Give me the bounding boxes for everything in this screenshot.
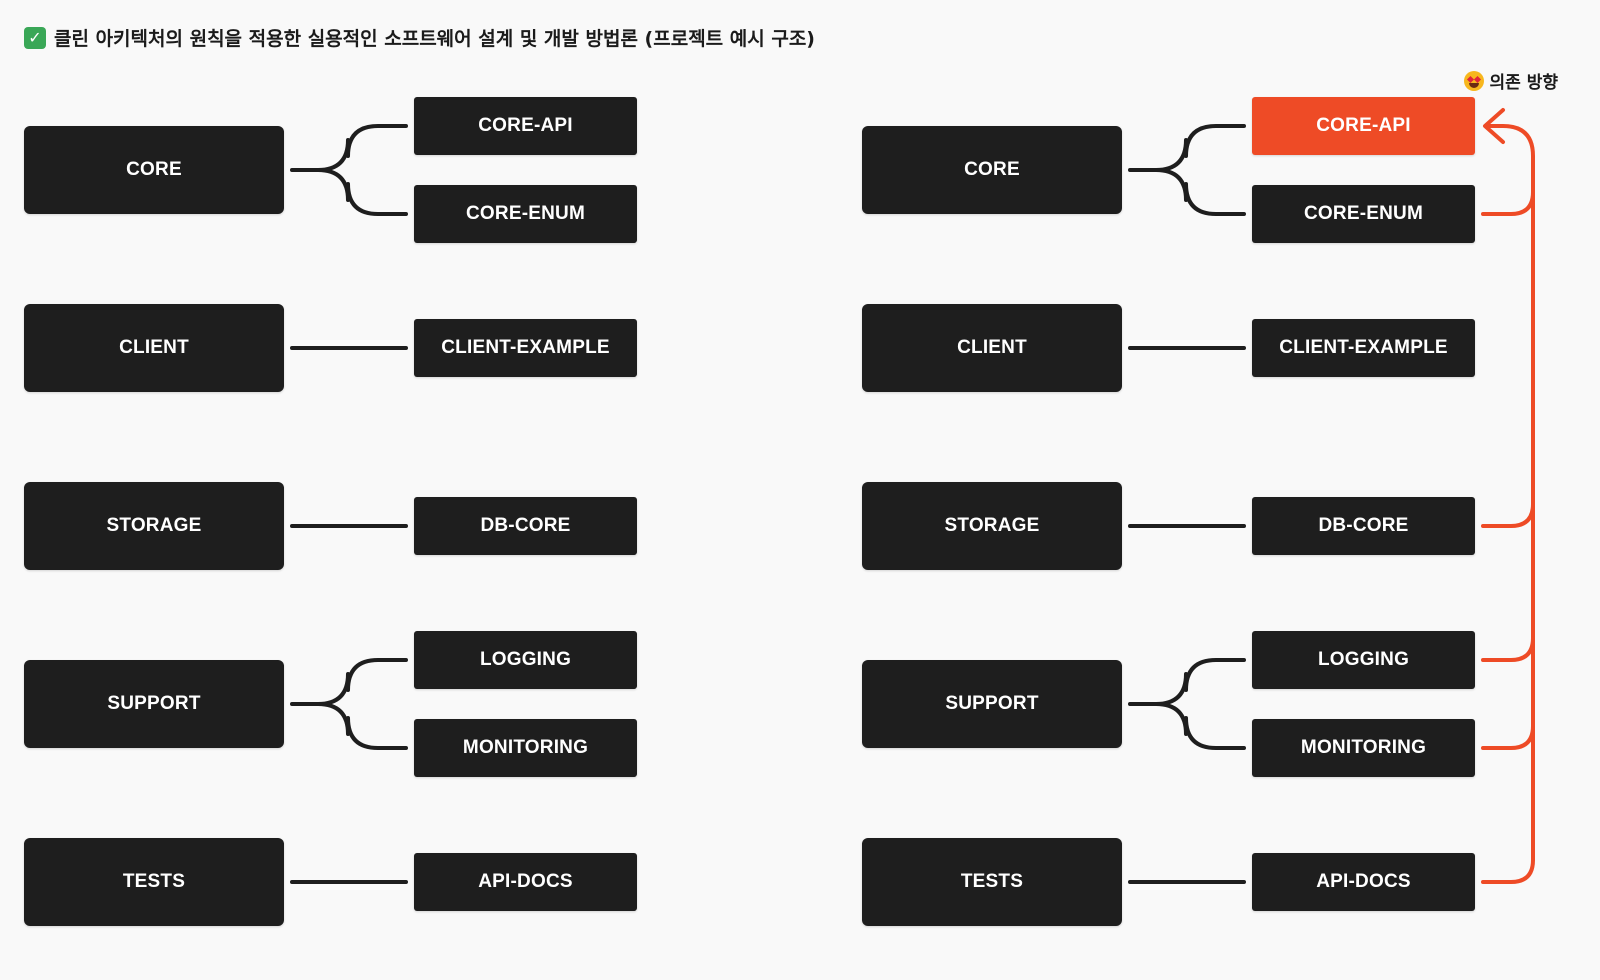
- right-module-support: SUPPORT: [862, 660, 1122, 748]
- checkmark-icon: ✓: [24, 26, 46, 49]
- left-module-logging: LOGGING: [414, 631, 637, 689]
- left-module-tests: TESTS: [24, 838, 284, 926]
- right-module-client-example: CLIENT-EXAMPLE: [1252, 319, 1475, 377]
- right-module-tests: TESTS: [862, 838, 1122, 926]
- right-module-core-enum: CORE-ENUM: [1252, 185, 1475, 243]
- left-module-api-docs: API-DOCS: [414, 853, 637, 911]
- right-connector-core-top: [1128, 124, 1246, 172]
- left-module-core-api: CORE-API: [414, 97, 637, 155]
- dependency-arrow-head: [1483, 108, 1505, 144]
- right-module-logging: LOGGING: [1252, 631, 1475, 689]
- dependency-arrow-backbone: [1485, 124, 1535, 862]
- right-module-monitoring: MONITORING: [1252, 719, 1475, 777]
- left-module-client-example: CLIENT-EXAMPLE: [414, 319, 637, 377]
- left-connector-support-bottom: [316, 702, 408, 750]
- left-connector-core-top: [290, 124, 408, 172]
- left-connector-core-bottom: [316, 168, 408, 216]
- right-module-client: CLIENT: [862, 304, 1122, 392]
- dependency-line-api-docs: [1481, 858, 1535, 884]
- left-connector-support-top: [290, 658, 408, 706]
- left-module-db-core: DB-CORE: [414, 497, 637, 555]
- right-module-db-core: DB-CORE: [1252, 497, 1475, 555]
- star-struck-emoji-icon: [1463, 70, 1484, 91]
- dependency-line-monitoring: [1481, 724, 1535, 750]
- left-module-monitoring: MONITORING: [414, 719, 637, 777]
- right-module-api-docs: API-DOCS: [1252, 853, 1475, 911]
- page-title: ✓ 클린 아키텍처의 원칙을 적용한 실용적인 소프트웨어 설계 및 개발 방법…: [24, 24, 815, 51]
- right-module-storage: STORAGE: [862, 482, 1122, 570]
- dependency-line-logging: [1481, 636, 1535, 662]
- left-module-client: CLIENT: [24, 304, 284, 392]
- dependency-line-db-core: [1481, 502, 1535, 528]
- right-module-core-api: CORE-API: [1252, 97, 1475, 155]
- left-module-core-enum: CORE-ENUM: [414, 185, 637, 243]
- left-module-core: CORE: [24, 126, 284, 214]
- dependency-line-core-enum: [1481, 190, 1535, 216]
- left-module-storage: STORAGE: [24, 482, 284, 570]
- left-module-support: SUPPORT: [24, 660, 284, 748]
- legend-label: 의존 방향: [1489, 73, 1558, 93]
- right-connector-support-bottom: [1154, 702, 1246, 750]
- page-title-text: 클린 아키텍처의 원칙을 적용한 실용적인 소프트웨어 설계 및 개발 방법론 …: [54, 28, 815, 50]
- right-connector-core-bottom: [1154, 168, 1246, 216]
- dependency-legend: 의존 방향: [1463, 68, 1558, 93]
- right-module-core: CORE: [862, 126, 1122, 214]
- right-connector-support-top: [1128, 658, 1246, 706]
